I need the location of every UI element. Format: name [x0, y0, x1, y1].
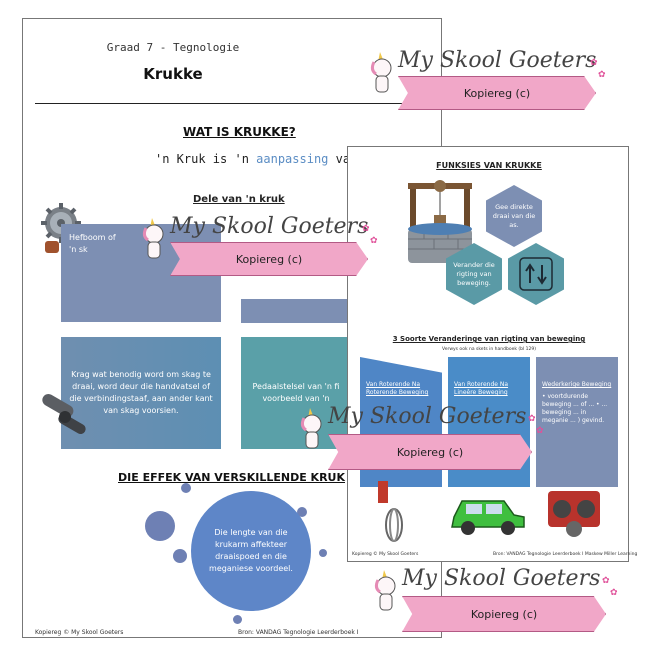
watermark-ribbon: Kopiereg (c) [402, 596, 606, 632]
eggbeater-icon [378, 481, 403, 542]
page-title: Krukke [143, 65, 203, 83]
force-handle-box: Krag wat benodig word om skag te draai, … [61, 337, 221, 449]
footer-copyright: Kopiereg © My Skool Goeters [352, 552, 419, 557]
decor-dot [233, 615, 242, 624]
functions-heading: FUNKSIES VAN KRUKKE [436, 161, 542, 170]
watermark-ribbon: Kopiereg (c) [170, 242, 368, 276]
unicorn-icon [300, 408, 322, 449]
function-hex-change-direction: Verander die rigting van beweging. [446, 243, 502, 305]
flower-icon: ✿ [536, 426, 544, 436]
decor-dot [145, 511, 175, 541]
well-icon [408, 180, 472, 263]
column-reciprocating: Wederkerige Beweging • voortdurende bewe… [536, 357, 618, 487]
footer-copyright: Kopiereg © My Skool Goeters [35, 629, 124, 636]
decor-dot [181, 483, 191, 493]
effect-heading: DIE EFFEK VAN VERSKILLENDE KRUK [118, 471, 345, 484]
footer-source: Bron: VANDAG Tegnologie Leerderboek I [238, 629, 359, 636]
effect-bubble: Die lengte van die krukarm affekteer dra… [191, 491, 311, 611]
pedal-header-box [241, 299, 351, 323]
decor-dot [173, 549, 187, 563]
watermark-banner: My Skool Goeters Kopiereg (c) ✿ ✿ [140, 214, 380, 280]
flower-icon: ✿ [370, 236, 378, 246]
parts-heading: Dele van 'n kruk [193, 194, 285, 205]
decor-dot [297, 507, 307, 517]
pedal-system-box: Pedaalstelsel van 'n fi voorbeeld van 'n [241, 337, 351, 449]
what-is-heading: WAT IS KRUKKE? [183, 125, 296, 139]
flower-icon: ✿ [528, 414, 536, 424]
crank-handle-icon [42, 394, 86, 434]
watermark-ribbon: Kopiereg (c) [398, 76, 596, 110]
watermark-brand: My Skool Goeters [402, 566, 601, 591]
column-title: Van Roterende Na Lineêre Beweging [454, 381, 509, 396]
up-down-arrows-icon [519, 257, 553, 291]
watermark-brand: My Skool Goeters [328, 404, 527, 429]
types-subheading: Verwys ook na skets in handboek (bl 129) [441, 347, 537, 352]
car-icon [451, 500, 525, 535]
watermark-ribbon: Kopiereg (c) [328, 434, 532, 470]
watermark-brand: My Skool Goeters [398, 48, 597, 73]
definition-part-1: 'n Kruk is 'n [155, 152, 257, 166]
function-hex-direct-drive: Gee direkte draai van die as. [486, 185, 542, 247]
flower-icon: ✿ [598, 70, 606, 80]
watermark-banner: My Skool Goeters Kopiereg (c) ✿ ✿ [298, 404, 548, 474]
definition-highlight-1: aanpassing [256, 152, 329, 166]
footer-source: Bron: VANDAG Tegnologie Leerderboek I Ma… [493, 552, 638, 557]
direction-arrows-hex [508, 243, 564, 305]
column-title: Van Roterende Na Roterende Beweging [366, 381, 429, 396]
flower-icon: ✿ [362, 224, 370, 234]
flower-icon: ✿ [590, 58, 598, 68]
unicorn-icon [142, 218, 164, 259]
column-title: Wederkerige Beweging [542, 381, 612, 388]
decor-dot [319, 549, 327, 557]
watermark-brand: My Skool Goeters [170, 214, 369, 239]
worksheet-page-functions: FUNKSIES VAN KRUKKE Gee direkte draai va… [347, 146, 637, 562]
grade-label: Graad 7 - Tegnologie [106, 41, 240, 54]
watermark-banner: My Skool Goeters Kopiereg (c) ✿ ✿ [368, 48, 608, 114]
column-text: • voortdurende beweging ... of ... • ...… [542, 393, 608, 424]
unicorn-icon [370, 52, 392, 93]
title-divider [35, 103, 435, 104]
flower-icon: ✿ [610, 588, 618, 598]
types-heading: 3 Soorte Veranderinge van rigting van be… [392, 335, 586, 343]
engine-icon [548, 491, 600, 537]
unicorn-icon [374, 570, 396, 611]
flower-icon: ✿ [602, 576, 610, 586]
watermark-banner: My Skool Goeters Kopiereg (c) ✿ ✿ [372, 566, 622, 636]
